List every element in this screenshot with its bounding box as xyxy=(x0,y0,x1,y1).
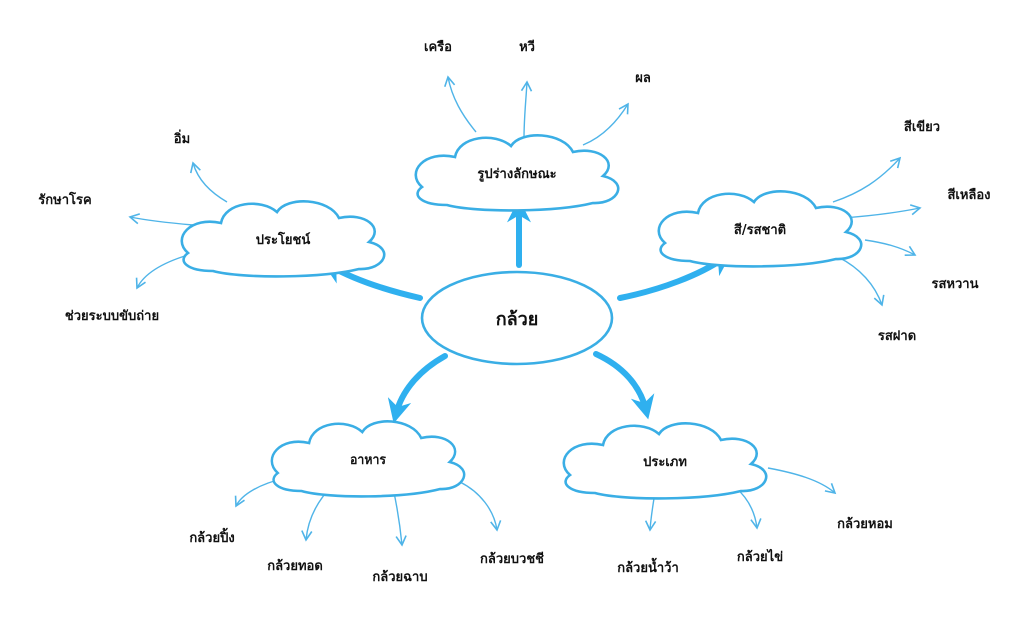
topic-shape[interactable]: รูปร่างลักษณะ xyxy=(414,134,620,212)
leaf-full: อิ่ม xyxy=(174,129,191,147)
arrow-coconut xyxy=(459,481,502,532)
arrow-full xyxy=(189,161,228,203)
topic-types[interactable]: ประเภท xyxy=(562,422,768,500)
topic-label: สี/รสชาติ xyxy=(734,222,786,238)
leaf-chips: กล้วยฉาบ xyxy=(372,569,427,585)
topic-food[interactable]: อาหาร xyxy=(270,420,466,498)
arrow-hom xyxy=(767,467,837,495)
leaf-hand: หวี xyxy=(519,39,535,55)
arrow-bunch xyxy=(444,75,477,133)
arrow-astringent xyxy=(837,256,885,307)
arrow-green xyxy=(832,156,902,203)
leaf-hom: กล้วยหอม xyxy=(837,516,893,532)
leaf-yellow: สีเหลือง xyxy=(947,187,990,203)
leaf-coconut: กล้วยบวชชี xyxy=(480,551,544,567)
arrow-yellow xyxy=(841,204,922,219)
topic-benefits[interactable]: ประโยชน์ xyxy=(180,200,386,278)
leaf-bunch: เครือ xyxy=(424,39,452,55)
arrow-digestion xyxy=(135,254,189,290)
topic-label: ประโยชน์ xyxy=(256,231,311,248)
topic-label: ประเภท xyxy=(643,455,687,470)
connector-food xyxy=(387,353,448,424)
arrow-cure-disease xyxy=(128,213,194,226)
connector-types xyxy=(593,351,655,420)
arrow-khai xyxy=(734,486,762,530)
leaf-fruit: ผล xyxy=(635,71,651,86)
arrow-hand xyxy=(520,80,533,139)
center-label: กล้วย xyxy=(496,309,539,330)
topic-label: รูปร่างลักษณะ xyxy=(477,167,556,182)
leaf-digestion: ช่วยระบบขับถ่าย xyxy=(65,309,159,324)
sub-connectors xyxy=(128,75,922,547)
leaf-astringent: รสฝาด xyxy=(878,329,916,344)
leaf-cure-disease: รักษาโรค xyxy=(38,191,91,208)
arrow-sweet xyxy=(864,239,917,256)
leaf-labels: อิ่ม รักษาโรค ช่วยระบบขับถ่าย เครือ หวี … xyxy=(38,39,990,585)
topic-label: อาหาร xyxy=(350,452,386,467)
leaf-grilled: กล้วยปิ้ง xyxy=(189,527,234,546)
leaf-fried: กล้วยทอด xyxy=(267,558,323,574)
leaf-green: สีเขียว xyxy=(904,119,940,135)
topic-color-taste[interactable]: สี/รสชาติ xyxy=(657,190,863,268)
leaf-namwa: กล้วยน้ำว้า xyxy=(617,557,679,576)
center-node[interactable]: กล้วย xyxy=(420,270,614,366)
leaf-khai: กล้วยไข่ xyxy=(737,548,783,565)
leaf-sweet: รสหวาน xyxy=(932,277,979,292)
arrow-fruit xyxy=(582,102,629,146)
